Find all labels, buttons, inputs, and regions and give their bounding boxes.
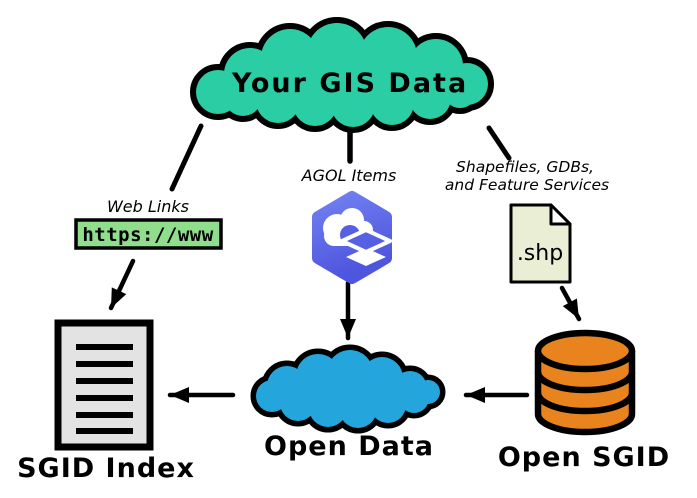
shapefiles-caption-line2: and Feature Services	[445, 176, 609, 194]
sgid-index-node: SGID Index	[17, 319, 195, 484]
web-links-caption: Web Links	[107, 197, 189, 216]
shp-file-ext: .shp	[517, 241, 563, 266]
your-gis-data-cloud: Your GIS Data	[190, 17, 494, 133]
edge-source-shapefiles	[486, 125, 512, 161]
sgid-index-document-icon	[54, 319, 154, 451]
web-links-branch: Web Links https://www	[74, 197, 223, 250]
database-icon	[534, 329, 636, 436]
agol-branch: AGOL Items	[301, 166, 397, 284]
source-cloud-label: Your GIS Data	[231, 68, 468, 99]
url-chip	[74, 218, 223, 250]
agol-layer-diamond-back	[346, 248, 386, 266]
open-sgid-label: Open SGID	[498, 442, 670, 473]
edge-weblinks-sgidindex-arrow	[108, 258, 136, 311]
open-data-label: Open Data	[264, 431, 434, 462]
edge-shp-opensgid-arrow	[559, 285, 582, 322]
document-text-lines	[76, 344, 133, 434]
edges	[108, 123, 582, 403]
arcgis-online-icon	[312, 191, 392, 284]
shapefiles-branch: Shapefiles, GDBs, and Feature Services .…	[445, 158, 609, 284]
open-sgid-node: Open SGID	[498, 329, 670, 473]
agol-caption: AGOL Items	[301, 166, 397, 185]
agol-layer-diamond-front	[340, 228, 392, 254]
edge-source-weblinks	[169, 123, 204, 192]
shapefiles-caption-line1: Shapefiles, GDBs,	[456, 158, 594, 176]
shp-file-icon: .shp	[509, 203, 572, 284]
open-data-node: Open Data	[250, 344, 446, 462]
sgid-index-label: SGID Index	[17, 453, 195, 484]
url-chip-text: https://www	[82, 224, 213, 246]
